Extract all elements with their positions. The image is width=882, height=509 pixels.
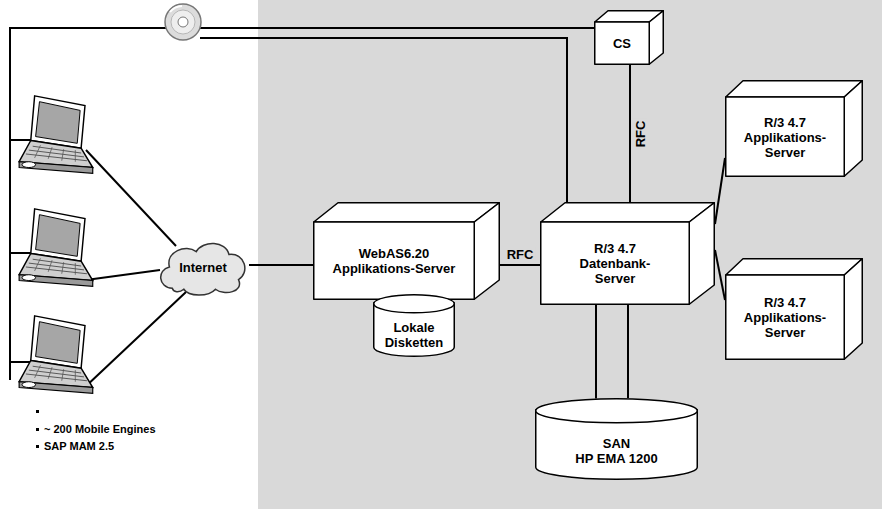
server-zone — [258, 0, 882, 509]
text-column: WebAS6.20 Applikations-Server — [322, 246, 467, 276]
text-column: Internet — [179, 260, 227, 275]
connector-line — [715, 158, 725, 224]
text-column: R/3 4.7 Applikations-Server — [735, 295, 835, 340]
node-label: SAN — [603, 436, 630, 451]
server-box: WebAS6.20 Applikations-Server — [313, 222, 475, 300]
text-column: CS — [613, 36, 631, 51]
text-column: R/3 4.7 Applikations-Server — [735, 115, 835, 160]
server-box: CS — [594, 22, 650, 65]
connector — [596, 305, 628, 398]
network-cloud: Internet — [155, 238, 251, 296]
protocol-label: RFC — [505, 247, 536, 262]
connector-line — [595, 305, 597, 398]
note-text: SAP MAM 2.5 — [44, 440, 114, 453]
server-box: R/3 4.7 Datenbank-Server — [540, 222, 690, 305]
bullet-marks — [36, 410, 39, 448]
node-label: Lokale Disketten — [379, 320, 449, 350]
node-label: CS — [613, 36, 631, 51]
connector-line — [249, 264, 313, 266]
connector — [500, 265, 540, 266]
connector-line — [627, 305, 629, 398]
text-column: SANHP EMA 1200 — [575, 436, 657, 466]
laptop-icons — [19, 96, 93, 393]
network-wires — [10, 28, 594, 388]
connector — [715, 250, 725, 300]
connector — [630, 65, 631, 202]
connector — [249, 265, 313, 266]
connector — [715, 158, 725, 224]
node-label: R/3 4.7 Datenbank-Server — [570, 241, 660, 286]
connector-line — [715, 250, 725, 300]
node-label: HP EMA 1200 — [575, 451, 657, 466]
connector-line — [500, 264, 540, 266]
node-label: R/3 4.7 Applikations-Server — [735, 295, 835, 340]
disk-cylinder: Lokale Disketten — [373, 294, 455, 357]
server-box: R/3 4.7 Applikations-Server — [725, 275, 845, 360]
server-box: R/3 4.7 Applikations-Server — [725, 97, 845, 177]
cd-disc — [165, 4, 201, 40]
text-column: R/3 4.7 Datenbank-Server — [570, 241, 660, 286]
text-column: Lokale Disketten — [379, 320, 449, 350]
node-label: R/3 4.7 Applikations-Server — [735, 115, 835, 160]
connector-line — [629, 65, 631, 202]
protocol-label: RFC — [633, 118, 648, 149]
node-label: WebAS6.20 Applikations-Server — [322, 246, 467, 276]
storage-cylinder: SANHP EMA 1200 — [535, 398, 698, 480]
node-label: Internet — [179, 260, 227, 275]
note-text: ~ 200 Mobile Engines — [44, 423, 156, 436]
